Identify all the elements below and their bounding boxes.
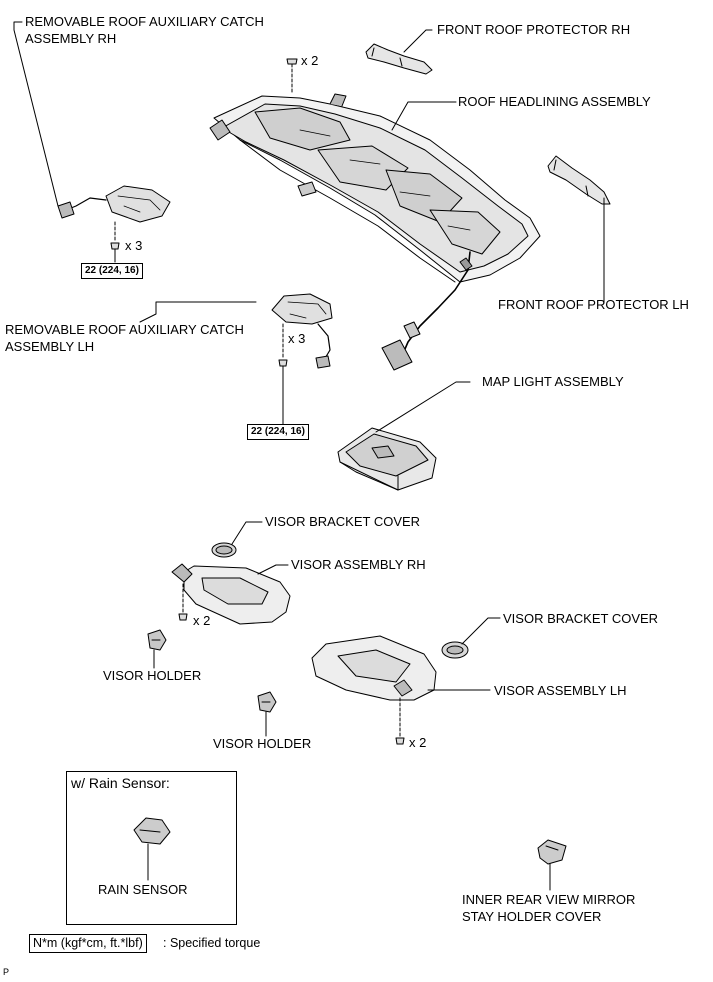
visor-bracket-cover-2-drawing xyxy=(441,641,469,659)
qty-screws-visor-rh: x 2 xyxy=(193,613,211,628)
label-rain-sensor: RAIN SENSOR xyxy=(98,882,188,897)
visor-holder-2-drawing xyxy=(257,691,277,713)
label-visor-bracket-cover-2: VISOR BRACKET COVER xyxy=(503,611,659,626)
qty-clip-top: x 2 xyxy=(301,53,319,68)
front-roof-protector-lh-drawing xyxy=(547,155,611,205)
label-mirror-stay-cover-line1: INNER REAR VIEW MIRROR xyxy=(462,892,636,907)
qty-bolts-lh: x 3 xyxy=(288,331,306,346)
label-visor-holder-2: VISOR HOLDER xyxy=(213,736,312,751)
label-visor-assembly-lh: VISOR ASSEMBLY LH xyxy=(494,683,627,698)
label-catch-rh-line1: REMOVABLE ROOF AUXILIARY CATCH xyxy=(25,14,264,29)
clip-drawing xyxy=(286,58,298,93)
roof-headlining-drawing xyxy=(209,93,541,371)
label-mirror-stay-cover: INNER REAR VIEW MIRROR STAY HOLDER COVER xyxy=(462,891,635,925)
label-front-roof-protector-rh: FRONT ROOF PROTECTOR RH xyxy=(437,22,631,37)
label-visor-bracket-cover-1: VISOR BRACKET COVER xyxy=(265,514,421,529)
front-roof-protector-rh-drawing xyxy=(365,43,433,75)
qty-bolts-rh: x 3 xyxy=(125,238,143,253)
map-light-drawing xyxy=(337,427,437,491)
rain-sensor-inset: w/ Rain Sensor: xyxy=(66,771,237,925)
mirror-stay-cover-drawing xyxy=(537,839,567,865)
torque-legend-unit-box: N*m (kgf*cm, ft.*lbf) xyxy=(29,934,147,953)
rain-sensor-drawing xyxy=(133,817,171,845)
label-visor-assembly-rh: VISOR ASSEMBLY RH xyxy=(291,557,426,572)
label-visor-holder-1: VISOR HOLDER xyxy=(103,668,202,683)
label-catch-lh-line1: REMOVABLE ROOF AUXILIARY CATCH xyxy=(5,322,244,337)
catch-lh-drawing xyxy=(271,293,333,369)
label-catch-lh: REMOVABLE ROOF AUXILIARY CATCH ASSEMBLY … xyxy=(5,321,244,355)
torque-spec-lh: 22 (224, 16) xyxy=(247,424,309,440)
label-mirror-stay-cover-line2: STAY HOLDER COVER xyxy=(462,909,602,924)
label-roof-headlining: ROOF HEADLINING ASSEMBLY xyxy=(458,94,651,109)
label-map-light: MAP LIGHT ASSEMBLY xyxy=(482,374,624,389)
inset-title: w/ Rain Sensor: xyxy=(71,775,170,791)
corner-mark: P xyxy=(3,967,10,977)
label-catch-lh-line2: ASSEMBLY LH xyxy=(5,339,95,354)
visor-lh-drawing xyxy=(311,635,437,745)
label-catch-rh-line2: ASSEMBLY RH xyxy=(25,31,117,46)
torque-legend-text: : Specified torque xyxy=(163,936,261,950)
torque-spec-rh: 22 (224, 16) xyxy=(81,263,143,279)
visor-rh-drawing xyxy=(171,563,291,625)
catch-rh-drawing xyxy=(57,185,171,250)
qty-screws-visor-lh: x 2 xyxy=(409,735,427,750)
label-front-roof-protector-lh: FRONT ROOF PROTECTOR LH xyxy=(498,297,689,312)
leader-lines xyxy=(13,21,605,891)
visor-holder-1-drawing xyxy=(147,629,167,651)
label-catch-rh: REMOVABLE ROOF AUXILIARY CATCH ASSEMBLY … xyxy=(25,13,264,47)
visor-bracket-cover-1-drawing xyxy=(211,542,237,558)
